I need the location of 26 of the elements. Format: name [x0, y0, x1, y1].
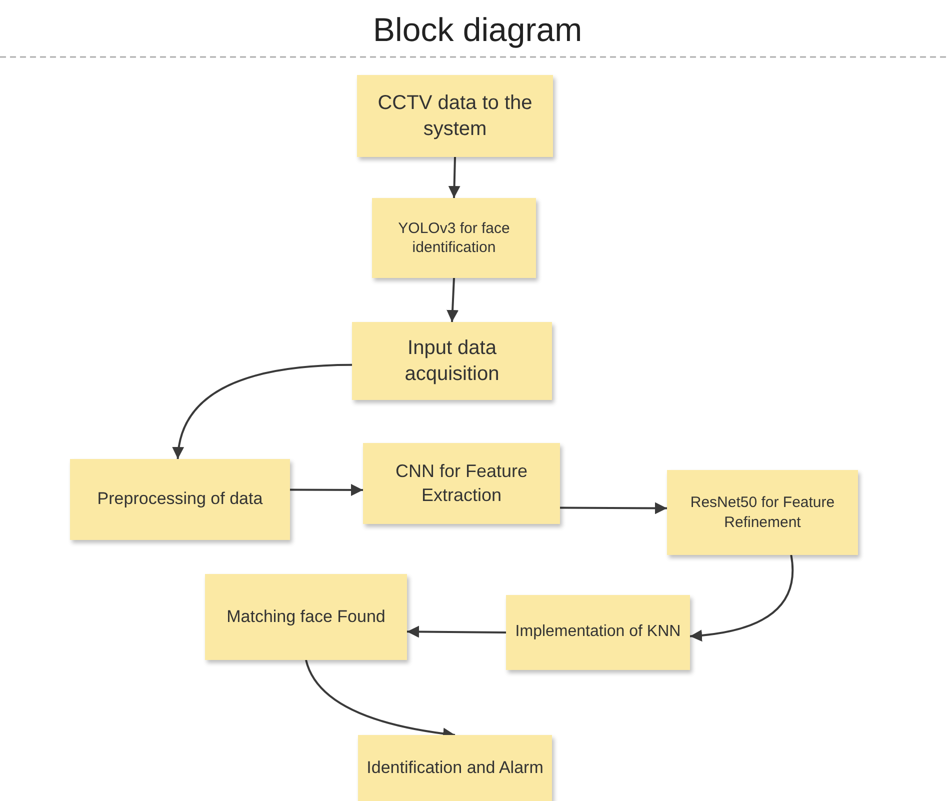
arrow [406, 626, 506, 638]
node-text: Implementation of KNN [515, 622, 681, 642]
sticky-note [372, 198, 536, 278]
node-text: Input data acquisition [404, 336, 500, 387]
sticky-note [363, 443, 560, 524]
sticky-note [358, 735, 552, 801]
arrow [448, 156, 460, 198]
sticky-note [352, 322, 552, 400]
arrow [690, 554, 794, 642]
node-text: Preprocessing of data [97, 488, 263, 510]
sticky-note [506, 595, 690, 670]
node-text: CCTV data to the system [376, 91, 534, 142]
sticky-note [667, 470, 858, 555]
diagram-title: Block diagram [373, 10, 582, 50]
sticky-note [205, 574, 407, 660]
node-text: CNN for Feature Extraction [394, 460, 529, 506]
sticky-note [357, 75, 553, 157]
arrow [290, 484, 363, 496]
node-text: Matching face Found [226, 606, 386, 628]
node-text: ResNet50 for Feature Refinement [689, 493, 836, 532]
node-text: Identification and Alarm [366, 756, 544, 779]
sticky-note [70, 459, 290, 540]
arrow [560, 502, 667, 514]
arrow [446, 278, 459, 322]
node-text: YOLOv3 for face identification [397, 218, 511, 258]
arrow [173, 364, 352, 460]
